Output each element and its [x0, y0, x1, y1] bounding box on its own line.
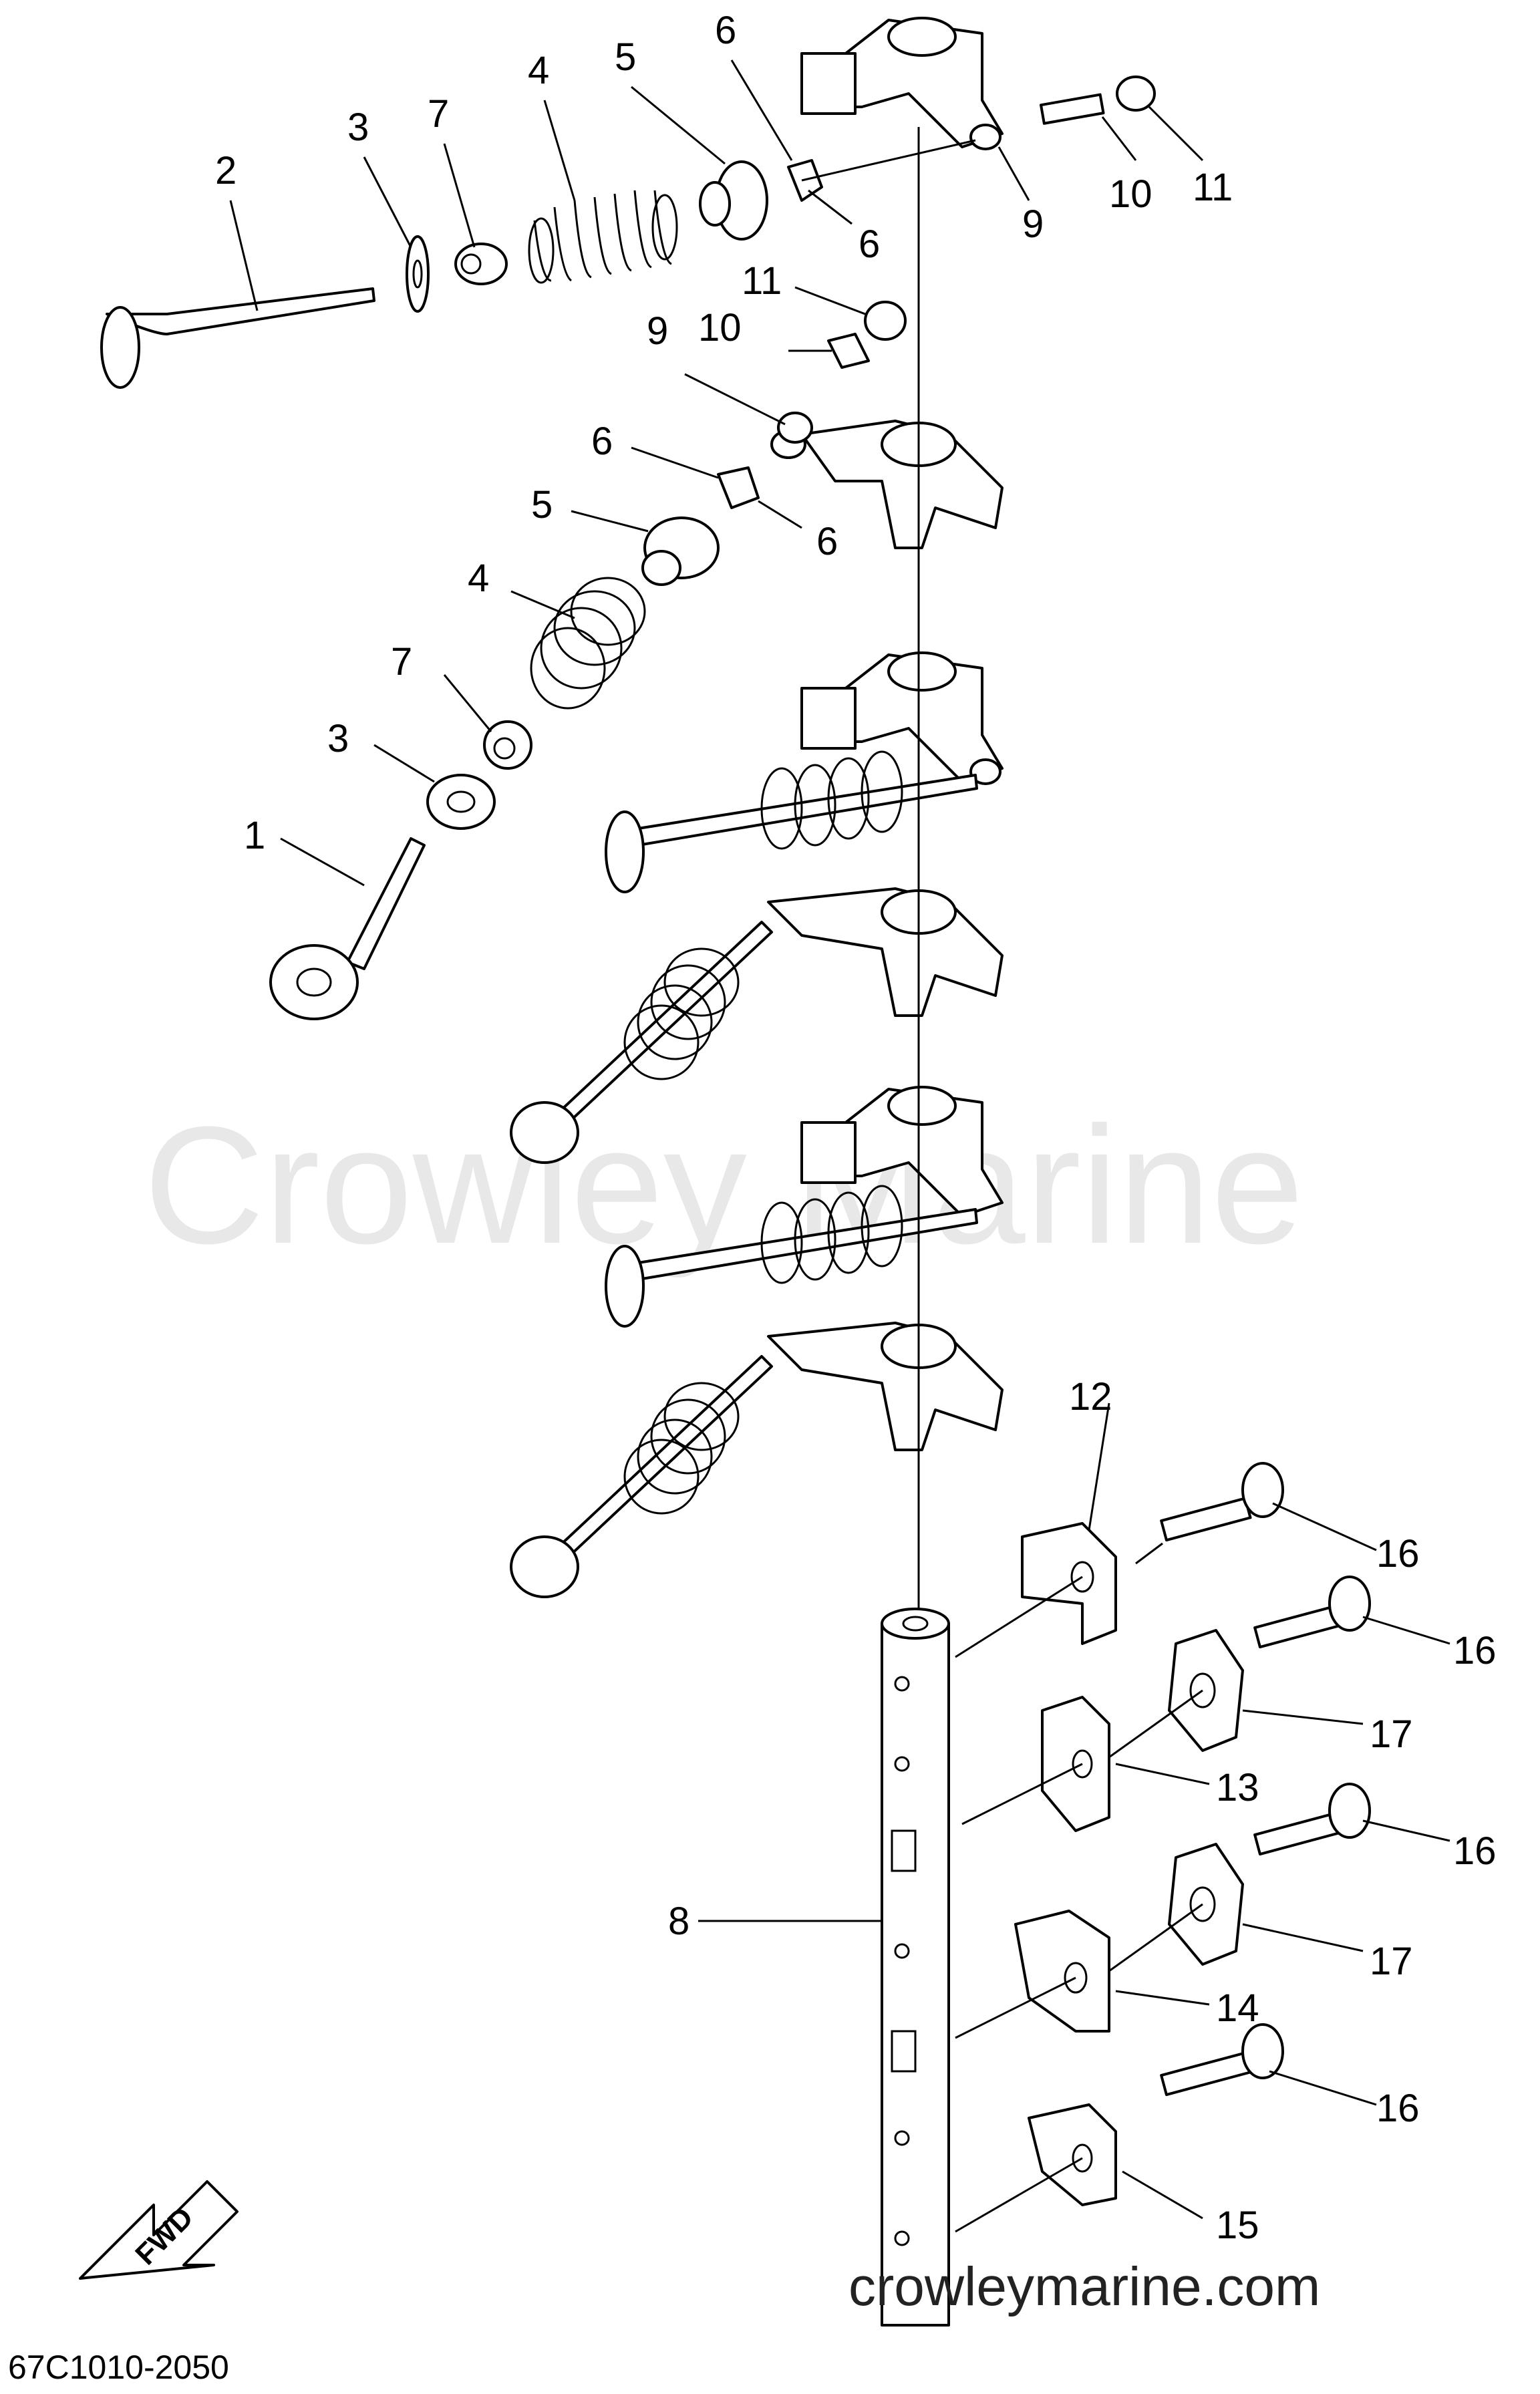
rocker-arm-1: [800, 17, 1004, 150]
label-11: 11: [1193, 166, 1233, 209]
nut-mid: [864, 301, 907, 341]
label-17: 17: [1370, 1712, 1413, 1756]
label-7: 7: [391, 640, 412, 684]
rocker-arm-5: [800, 1086, 1004, 1217]
valve-assembly-2: [510, 921, 773, 1164]
label-6: 6: [715, 9, 736, 52]
spring-mid: [530, 577, 646, 710]
leader-lines: [229, 59, 1450, 2233]
intake-valve: [100, 287, 375, 389]
label-14: 14: [1216, 1986, 1259, 2030]
bracket-12: [1021, 1522, 1117, 1645]
label-8: 8: [668, 1900, 689, 1943]
retainer-upper: [699, 160, 768, 241]
seal-mid: [483, 720, 532, 770]
nut-top: [1116, 76, 1156, 112]
washer-mid: [426, 774, 496, 830]
label-4: 4: [468, 557, 489, 600]
label-16: 16: [1453, 1829, 1497, 1873]
adjust-screw-mid: [827, 333, 870, 369]
valve-assembly-1: [605, 750, 978, 893]
label-16: 16: [1376, 2087, 1420, 2130]
rocker-shaft: [881, 1608, 950, 2327]
label-6: 6: [816, 520, 838, 563]
cotter-mid: [717, 466, 760, 509]
label-1: 1: [244, 814, 265, 857]
bracket-14: [1014, 1910, 1110, 2033]
label-16: 16: [1453, 1629, 1497, 1672]
bracket-13: [1041, 1696, 1110, 1832]
label-15: 15: [1216, 2204, 1259, 2247]
label-10: 10: [1109, 172, 1152, 216]
label-5: 5: [615, 35, 636, 79]
label-7: 7: [428, 92, 449, 136]
washer-upper: [406, 235, 430, 313]
bracket-15: [1028, 2103, 1117, 2206]
label-5: 5: [531, 483, 553, 527]
clamp-17-b: [1168, 1843, 1244, 1966]
watermark: Crowley Marine: [144, 1092, 1304, 1278]
exhaust-valve: [269, 837, 426, 1020]
bolt-16-c: [1253, 1783, 1371, 1856]
label-13: 13: [1216, 1766, 1259, 1809]
valve-assembly-3: [605, 1185, 978, 1328]
diagram-code: 67C1010-2050: [8, 2349, 229, 2386]
label-9: 9: [1022, 202, 1044, 246]
rocker-pin-mid: [777, 412, 813, 444]
label-10: 10: [698, 306, 742, 349]
bolt-16-a: [1160, 1462, 1284, 1542]
adjust-screw-top: [1040, 93, 1105, 125]
website-text: crowleymarine.com: [849, 2256, 1320, 2317]
retainer-mid: [641, 516, 720, 586]
label-6: 6: [859, 222, 880, 266]
label-6: 6: [591, 420, 613, 463]
label-12: 12: [1069, 1375, 1112, 1418]
label-16: 16: [1376, 1532, 1420, 1576]
rocker-arm-3: [800, 651, 1004, 785]
spring-upper: [528, 190, 678, 284]
label-11: 11: [742, 259, 782, 303]
seal-upper: [454, 243, 508, 285]
label-2: 2: [215, 149, 237, 192]
label-3: 3: [327, 717, 349, 760]
label-17: 17: [1370, 1940, 1413, 1983]
label-4: 4: [528, 49, 549, 92]
valve-assembly-4: [510, 1355, 773, 1598]
fwd-arrow-icon: FWD: [79, 2180, 239, 2280]
rocker-arm-4: [767, 887, 1004, 1017]
clamp-17-a: [1168, 1629, 1244, 1752]
label-9: 9: [647, 309, 668, 353]
label-3: 3: [347, 106, 369, 149]
bolt-16-d: [1160, 2023, 1284, 2097]
bolt-16-b: [1253, 1576, 1371, 1649]
rocker-arm-6: [767, 1322, 1004, 1451]
